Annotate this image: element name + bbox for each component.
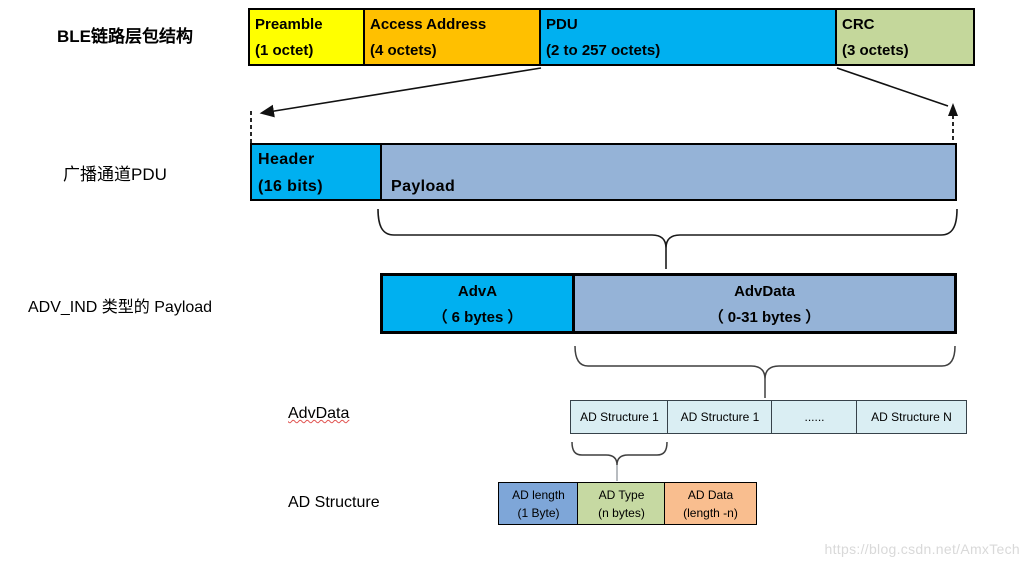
label-advertising-channel-pdu: 广播通道PDU xyxy=(63,165,167,184)
preamble-box: Preamble (1 octet) xyxy=(248,8,365,66)
ad-data-title: AD Data xyxy=(687,488,734,502)
pdu-expand-line-right xyxy=(836,67,949,107)
ad-structure-1-box: AD Structure 1 xyxy=(570,400,669,434)
watermark-url: https://blog.csdn.net/AmxTech xyxy=(824,541,1020,557)
label-link-layer-packet: BLE链路层包结构 xyxy=(57,27,193,46)
pdu-title: PDU xyxy=(546,16,578,33)
ad-length-title: AD length xyxy=(512,488,565,502)
preamble-size: (1 octet) xyxy=(255,42,314,59)
ad-structure-brace xyxy=(571,441,668,466)
label-ad-structure: AD Structure xyxy=(288,494,380,511)
payload-box: Payload xyxy=(380,143,957,201)
preamble-title: Preamble xyxy=(255,16,323,33)
ad-type-box: AD Type (n bytes) xyxy=(577,482,666,525)
ad-structure-n-box: AD Structure N xyxy=(856,400,967,434)
ad-structure-n-title: AD Structure N xyxy=(871,410,952,424)
advdata-title: AdvData xyxy=(734,283,795,300)
header-title: Header xyxy=(258,151,315,168)
advdata-box: AdvData （ 0-31 bytes ） xyxy=(572,273,957,334)
header-box: Header (16 bits) xyxy=(250,143,383,201)
ad-structure-2-box: AD Structure 1 xyxy=(667,400,773,434)
pdu-size: (2 to 257 octets) xyxy=(546,42,661,59)
ad-type-title: AD Type xyxy=(598,488,645,502)
ad-length-size: (1 Byte) xyxy=(517,506,560,520)
advdata-size: （ 0-31 bytes ） xyxy=(708,309,821,326)
advdata-brace xyxy=(574,345,956,380)
ad-structure-2-title: AD Structure 1 xyxy=(680,410,760,424)
crc-title: CRC xyxy=(842,16,875,33)
payload-brace xyxy=(377,208,958,249)
header-size: (16 bits) xyxy=(258,178,323,195)
pdu-box: PDU (2 to 257 octets) xyxy=(539,8,837,66)
pdu-expand-arrowhead-right xyxy=(948,103,958,116)
crc-size: (3 octets) xyxy=(842,42,909,59)
ad-structure-ellipsis-box: ...... xyxy=(771,400,858,434)
ad-data-box: AD Data (length -n) xyxy=(664,482,757,525)
access-address-size: (4 octets) xyxy=(370,42,437,59)
access-address-title: Access Address xyxy=(370,16,487,33)
crc-box: CRC (3 octets) xyxy=(835,8,975,66)
adva-box: AdvA （ 6 bytes ） xyxy=(380,273,575,334)
access-address-box: Access Address (4 octets) xyxy=(363,8,541,66)
ad-structure-ellipsis: ...... xyxy=(804,410,825,424)
ad-structure-1-title: AD Structure 1 xyxy=(580,410,659,424)
pdu-expand-line-left xyxy=(259,67,542,118)
adva-title: AdvA xyxy=(457,283,498,300)
label-adv-ind-payload: ADV_IND 类型的 Payload xyxy=(28,299,213,316)
label-advdata: AdvData xyxy=(288,405,350,422)
adva-size: （ 6 bytes ） xyxy=(432,309,523,326)
ad-length-box: AD length (1 Byte) xyxy=(498,482,579,525)
ad-type-size: (n bytes) xyxy=(598,506,645,520)
ad-data-size: (length -n) xyxy=(683,506,738,520)
payload-title: Payload xyxy=(391,178,456,195)
